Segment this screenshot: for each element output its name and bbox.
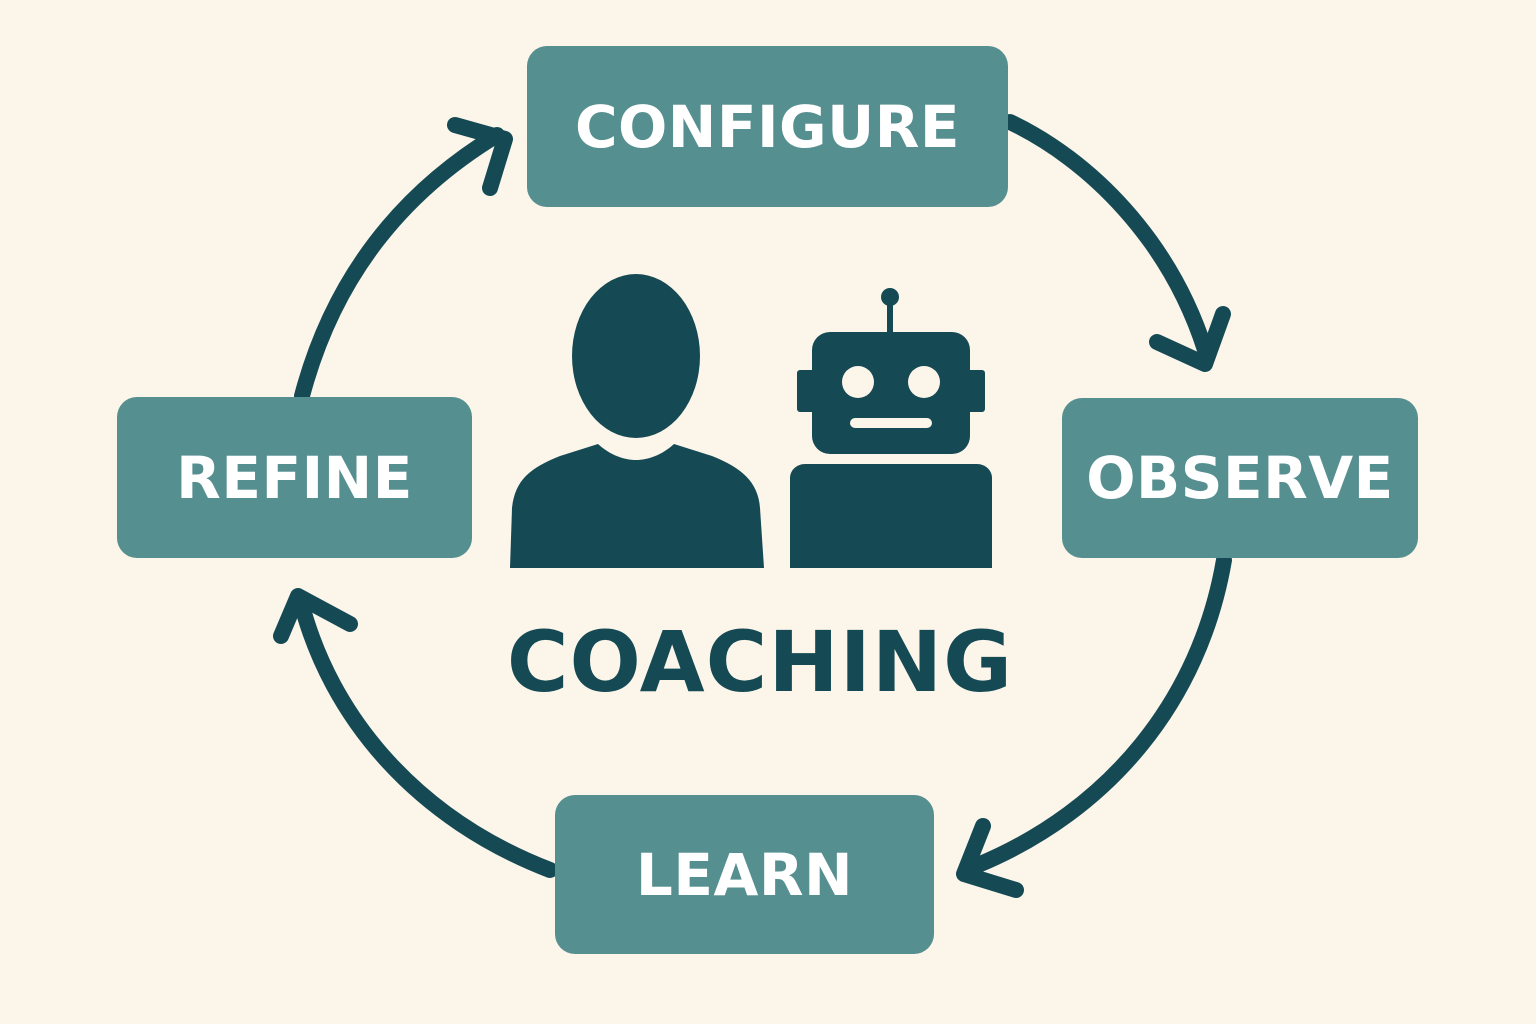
step-observe: OBSERVE [1062,398,1418,558]
step-learn-label: LEARN [635,840,854,909]
step-refine: REFINE [117,397,472,558]
arrow-configure-to-observe [1002,114,1231,372]
arrow-learn-to-refine [273,588,558,878]
step-configure-label: CONFIGURE [574,92,961,161]
robot-icon [790,288,992,568]
step-refine-label: REFINE [176,443,413,512]
arrow-observe-to-learn [956,552,1232,898]
arrow-refine-to-configure [294,117,513,404]
step-observe-label: OBSERVE [1086,444,1394,512]
person-icon [510,274,764,568]
step-configure: CONFIGURE [527,46,1008,207]
center-label: COACHING [506,613,1014,711]
step-learn: LEARN [555,795,934,954]
